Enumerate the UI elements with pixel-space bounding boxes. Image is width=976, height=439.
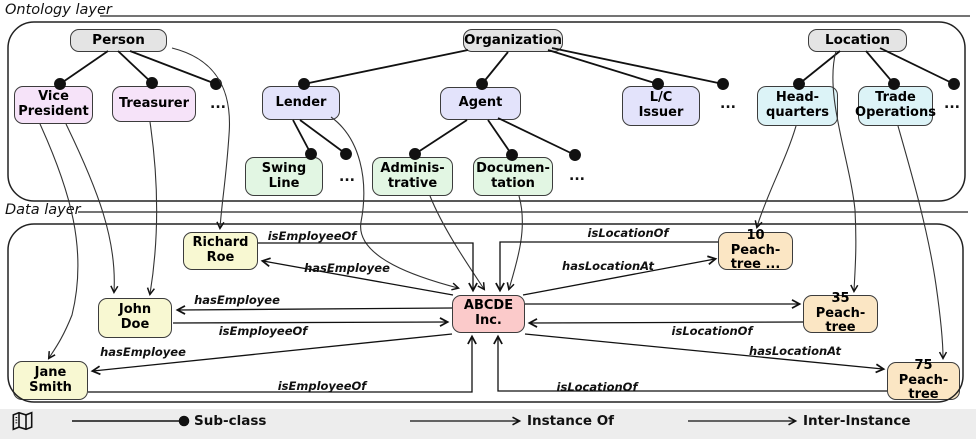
- node-lender: Lender: [262, 86, 340, 120]
- node-headquarters: Head- quarters: [757, 86, 838, 126]
- ellipsis-org-subclasses: ...: [720, 96, 736, 112]
- ellipsis-person-subclasses: ...: [210, 96, 226, 112]
- edge-label-isEmployeeOf-john: isEmployeeOf: [218, 324, 308, 338]
- instance-administrative-abcde: [429, 195, 486, 291]
- subclass-organization-lc-issuer: [547, 49, 664, 90]
- edge-label-hasEmployee-john: hasEmployee: [194, 293, 280, 307]
- subclass-agent-administrative: [409, 119, 468, 160]
- legend-label-inter-instance: Inter-Instance: [803, 413, 911, 429]
- subclass-location-ellipsis: [879, 47, 960, 90]
- legend-bar: [0, 409, 976, 439]
- edge-john-isEmployeeOf-abcde: [172, 317, 450, 327]
- instance-trade-operations-75-peachtree: [897, 125, 948, 361]
- node-75-peachtree: 75 Peach- tree: [887, 358, 960, 402]
- node-10-peachtree: 10 Peach- tree ...: [718, 228, 793, 272]
- instance-vice-president-jane-smith: [39, 123, 79, 360]
- subclass-organization-ellipsis: [551, 47, 729, 90]
- node-location: Location: [808, 29, 907, 52]
- edge-label-isLocationOf-10: isLocationOf: [587, 226, 669, 240]
- instance-headquarters-10-peachtree: [754, 125, 797, 229]
- node-swing-line: Swing Line: [245, 157, 323, 196]
- edge-label-hasEmployee-richard: hasEmployee: [304, 261, 390, 275]
- legend-label-instance-of: Instance Of: [527, 413, 615, 429]
- node-organization: Organization: [463, 29, 563, 52]
- node-treasurer: Treasurer: [112, 86, 196, 122]
- node-vice-president: Vice President: [14, 86, 93, 124]
- subclass-lender-ellipsis: [299, 119, 352, 160]
- subclass-person-treasurer: [117, 50, 158, 89]
- edge-label-hasLocationAt-75: hasLocationAt: [749, 344, 841, 358]
- edge-label-isLocationOf-35: isLocationOf: [671, 324, 753, 338]
- subclass-organization-agent: [476, 51, 509, 90]
- ellipsis-lender-subclasses: ...: [339, 169, 355, 185]
- edge-label-isLocationOf-75: isLocationOf: [556, 380, 638, 394]
- subclass-lender-swing-line: [292, 119, 317, 160]
- instance-location-35-peachtree: [832, 50, 859, 294]
- node-richard-roe: Richard Roe: [183, 232, 258, 270]
- instance-treasurer-john-doe: [146, 121, 158, 297]
- subclass-location-trade-operations: [865, 50, 900, 90]
- node-agent: Agent: [440, 87, 521, 120]
- ellipsis-agent-subclasses: ...: [569, 168, 585, 184]
- edge-label-isEmployeeOf-jane: isEmployeeOf: [277, 379, 367, 393]
- node-documentation: Documen- tation: [473, 157, 553, 196]
- node-administrative: Adminis- trative: [372, 157, 453, 196]
- map-icon: [12, 411, 33, 431]
- subclass-location-headquarters: [793, 50, 841, 90]
- legend-label-sub-class: Sub-class: [194, 413, 267, 429]
- node-jane-smith: Jane Smith: [13, 361, 88, 400]
- node-john-doe: John Doe: [98, 298, 172, 338]
- edge-abcde-hasEmployee-john: [175, 305, 453, 315]
- instance-person-richard-roe: [171, 47, 231, 231]
- instance-documentation-abcde: [506, 195, 523, 291]
- subclass-person-vice-president: [54, 50, 109, 90]
- subclass-agent-ellipsis: [497, 117, 581, 161]
- edge-label-hasEmployee-jane: hasEmployee: [100, 345, 186, 359]
- node-lc-issuer: L/C Issuer: [622, 86, 700, 126]
- edge-35-isLocationOf-abcde: [527, 318, 804, 328]
- node-35-peachtree: 35 Peach- tree: [803, 291, 878, 335]
- edge-label-isEmployeeOf-richard: isEmployeeOf: [267, 229, 357, 243]
- node-abcde-inc: ABCDE Inc.: [452, 295, 525, 333]
- subclass-person-ellipsis: [129, 50, 222, 90]
- edge-label-hasLocationAt-10: hasLocationAt: [562, 259, 654, 273]
- subclass-organization-lender: [298, 49, 469, 90]
- ontology-layer-label: Ontology layer: [5, 2, 112, 18]
- node-trade-operations: Trade Operations: [855, 86, 936, 126]
- data-layer-label: Data layer: [5, 202, 81, 218]
- ellipsis-location-subclasses: ...: [944, 96, 960, 112]
- subclass-agent-documentation: [487, 119, 518, 161]
- node-person: Person: [70, 29, 167, 52]
